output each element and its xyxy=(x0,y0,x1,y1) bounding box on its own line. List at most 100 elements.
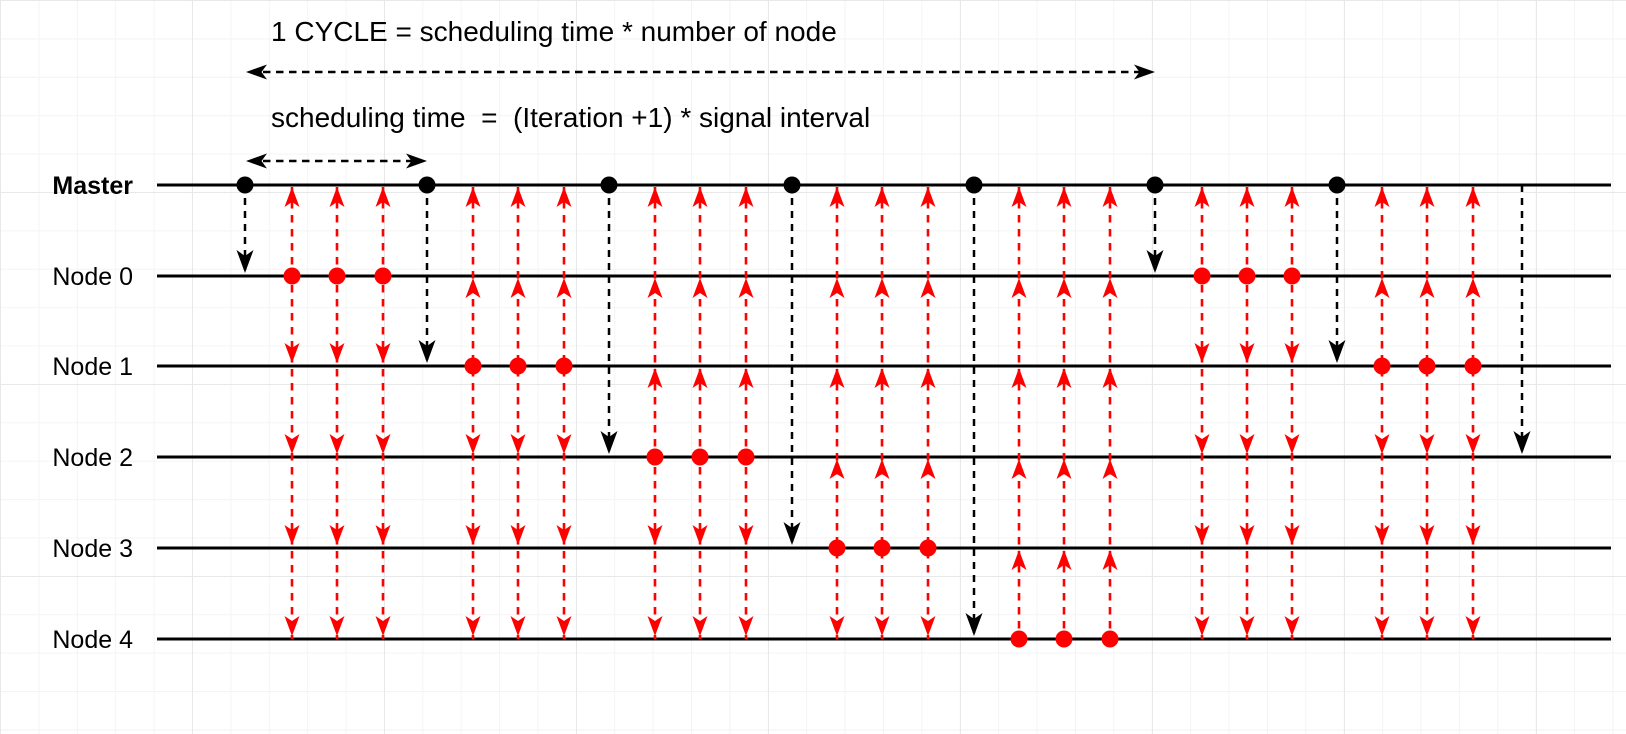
row-label-node-2: Node 2 xyxy=(52,444,133,472)
signal-arrowhead-down xyxy=(647,616,663,636)
signal-arrowhead-up xyxy=(375,187,391,207)
signal-arrowhead-down xyxy=(556,616,572,636)
master-event-dot xyxy=(783,176,801,194)
signal-source-dot xyxy=(646,448,664,466)
signal-arrowhead-down xyxy=(647,525,663,545)
signal-arrowhead-up xyxy=(829,187,845,207)
signal-arrowhead-down xyxy=(1194,616,1210,636)
schedule-arrowhead-down xyxy=(1146,250,1164,273)
signal-arrowhead-up xyxy=(510,278,526,298)
signal-arrowhead-up xyxy=(647,187,663,207)
signal-arrowhead-down xyxy=(329,525,345,545)
signal-arrowhead-up xyxy=(692,368,708,388)
signal-arrowhead-down xyxy=(920,616,936,636)
cycle-span-arrow-head-right xyxy=(1134,64,1155,80)
scheduling-span-arrow-head-right xyxy=(406,153,427,169)
signal-arrowhead-down xyxy=(1239,343,1255,363)
signal-arrowhead-up xyxy=(1056,550,1072,570)
signal-arrowhead-down xyxy=(692,525,708,545)
signal-source-dot xyxy=(1101,630,1119,648)
signal-arrowhead-up xyxy=(1284,187,1300,207)
signal-source-dot xyxy=(1010,630,1028,648)
signal-source-dot xyxy=(374,267,392,285)
signal-source-dot xyxy=(555,357,573,375)
signal-arrowhead-up xyxy=(920,187,936,207)
signal-source-dot xyxy=(873,539,891,557)
signal-arrowhead-up xyxy=(920,459,936,479)
signal-source-dot xyxy=(828,539,846,557)
signal-arrowhead-up xyxy=(1194,187,1210,207)
signal-arrowhead-up xyxy=(692,278,708,298)
signal-arrowhead-down xyxy=(874,616,890,636)
signal-arrowhead-up xyxy=(556,187,572,207)
signal-arrowhead-down xyxy=(1284,616,1300,636)
row-label-node-1: Node 1 xyxy=(52,353,133,381)
signal-arrowhead-down xyxy=(1465,434,1481,454)
signal-arrowhead-up xyxy=(920,278,936,298)
signal-arrowhead-up xyxy=(874,368,890,388)
signal-source-dot xyxy=(464,357,482,375)
signal-source-dot xyxy=(509,357,527,375)
signal-arrowhead-up xyxy=(1465,187,1481,207)
signal-arrowhead-up xyxy=(829,368,845,388)
schedule-arrowhead-down xyxy=(965,613,983,636)
signal-arrowhead-up xyxy=(874,187,890,207)
signal-arrowhead-down xyxy=(375,434,391,454)
signal-arrowhead-up xyxy=(1011,187,1027,207)
row-label-master: Master xyxy=(52,172,133,200)
signal-arrowhead-down xyxy=(284,434,300,454)
signal-source-dot xyxy=(1373,357,1391,375)
schedule-arrowhead-down xyxy=(236,250,254,273)
master-event-dot xyxy=(965,176,983,194)
signal-arrowhead-down xyxy=(1239,525,1255,545)
signal-arrowhead-down xyxy=(375,343,391,363)
schedule-arrowhead-down xyxy=(783,522,801,545)
signal-arrowhead-down xyxy=(738,616,754,636)
signal-arrowhead-down xyxy=(375,525,391,545)
signal-arrowhead-up xyxy=(1465,278,1481,298)
signal-source-dot xyxy=(1055,630,1073,648)
signal-arrowhead-down xyxy=(1194,343,1210,363)
schedule-arrowhead-down xyxy=(600,431,618,454)
signal-arrowhead-down xyxy=(465,525,481,545)
cycle-formula-label: 1 CYCLE = scheduling time * number of no… xyxy=(271,16,837,47)
signal-arrowhead-down xyxy=(1374,434,1390,454)
row-label-node-4: Node 4 xyxy=(52,626,133,654)
signal-arrowhead-up xyxy=(1102,459,1118,479)
signal-arrowhead-down xyxy=(284,616,300,636)
signal-arrowhead-down xyxy=(465,616,481,636)
signal-arrowhead-down xyxy=(329,616,345,636)
signal-arrowhead-up xyxy=(1102,187,1118,207)
signal-source-dot xyxy=(1418,357,1436,375)
signal-arrowhead-down xyxy=(1419,434,1435,454)
signal-arrowhead-up xyxy=(1374,187,1390,207)
master-event-dot xyxy=(1146,176,1164,194)
signal-arrowhead-down xyxy=(1465,525,1481,545)
row-label-node-3: Node 3 xyxy=(52,535,133,563)
signal-arrowhead-down xyxy=(1374,616,1390,636)
signal-arrowhead-up xyxy=(738,278,754,298)
scheduling-formula-label: scheduling time = (Iteration +1) * signa… xyxy=(271,102,871,133)
signal-arrowhead-up xyxy=(874,459,890,479)
row-label-node-0: Node 0 xyxy=(52,263,133,291)
signal-arrowhead-down xyxy=(1374,525,1390,545)
signal-arrowhead-down xyxy=(510,616,526,636)
signal-arrowhead-up xyxy=(1056,459,1072,479)
signal-arrowhead-down xyxy=(375,616,391,636)
signal-source-dot xyxy=(1238,267,1256,285)
signal-arrowhead-up xyxy=(1419,187,1435,207)
signal-arrowhead-down xyxy=(465,434,481,454)
signal-arrowhead-up xyxy=(556,278,572,298)
signal-source-dot xyxy=(1283,267,1301,285)
master-event-dot xyxy=(600,176,618,194)
signal-arrowhead-up xyxy=(1011,278,1027,298)
signal-source-dot xyxy=(919,539,937,557)
signal-arrowhead-up xyxy=(1056,187,1072,207)
signal-arrowhead-down xyxy=(692,616,708,636)
signal-arrowhead-up xyxy=(1419,278,1435,298)
signal-arrowhead-down xyxy=(829,616,845,636)
signal-arrowhead-up xyxy=(1239,187,1255,207)
signal-arrowhead-down xyxy=(556,434,572,454)
signal-arrowhead-up xyxy=(1011,550,1027,570)
